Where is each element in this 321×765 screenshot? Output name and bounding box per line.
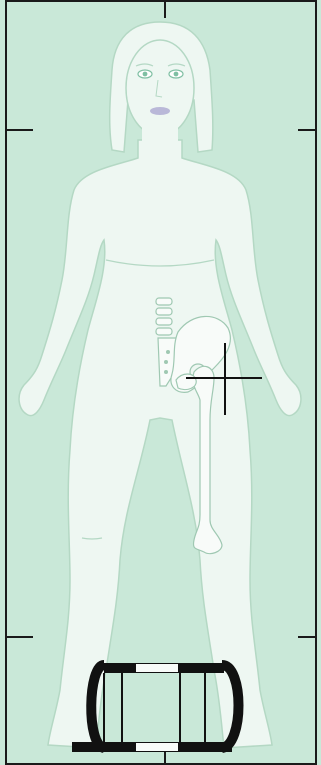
lumbar-vertebra (156, 298, 172, 305)
lips (150, 107, 170, 115)
head (126, 40, 194, 136)
femur-head (176, 374, 196, 390)
